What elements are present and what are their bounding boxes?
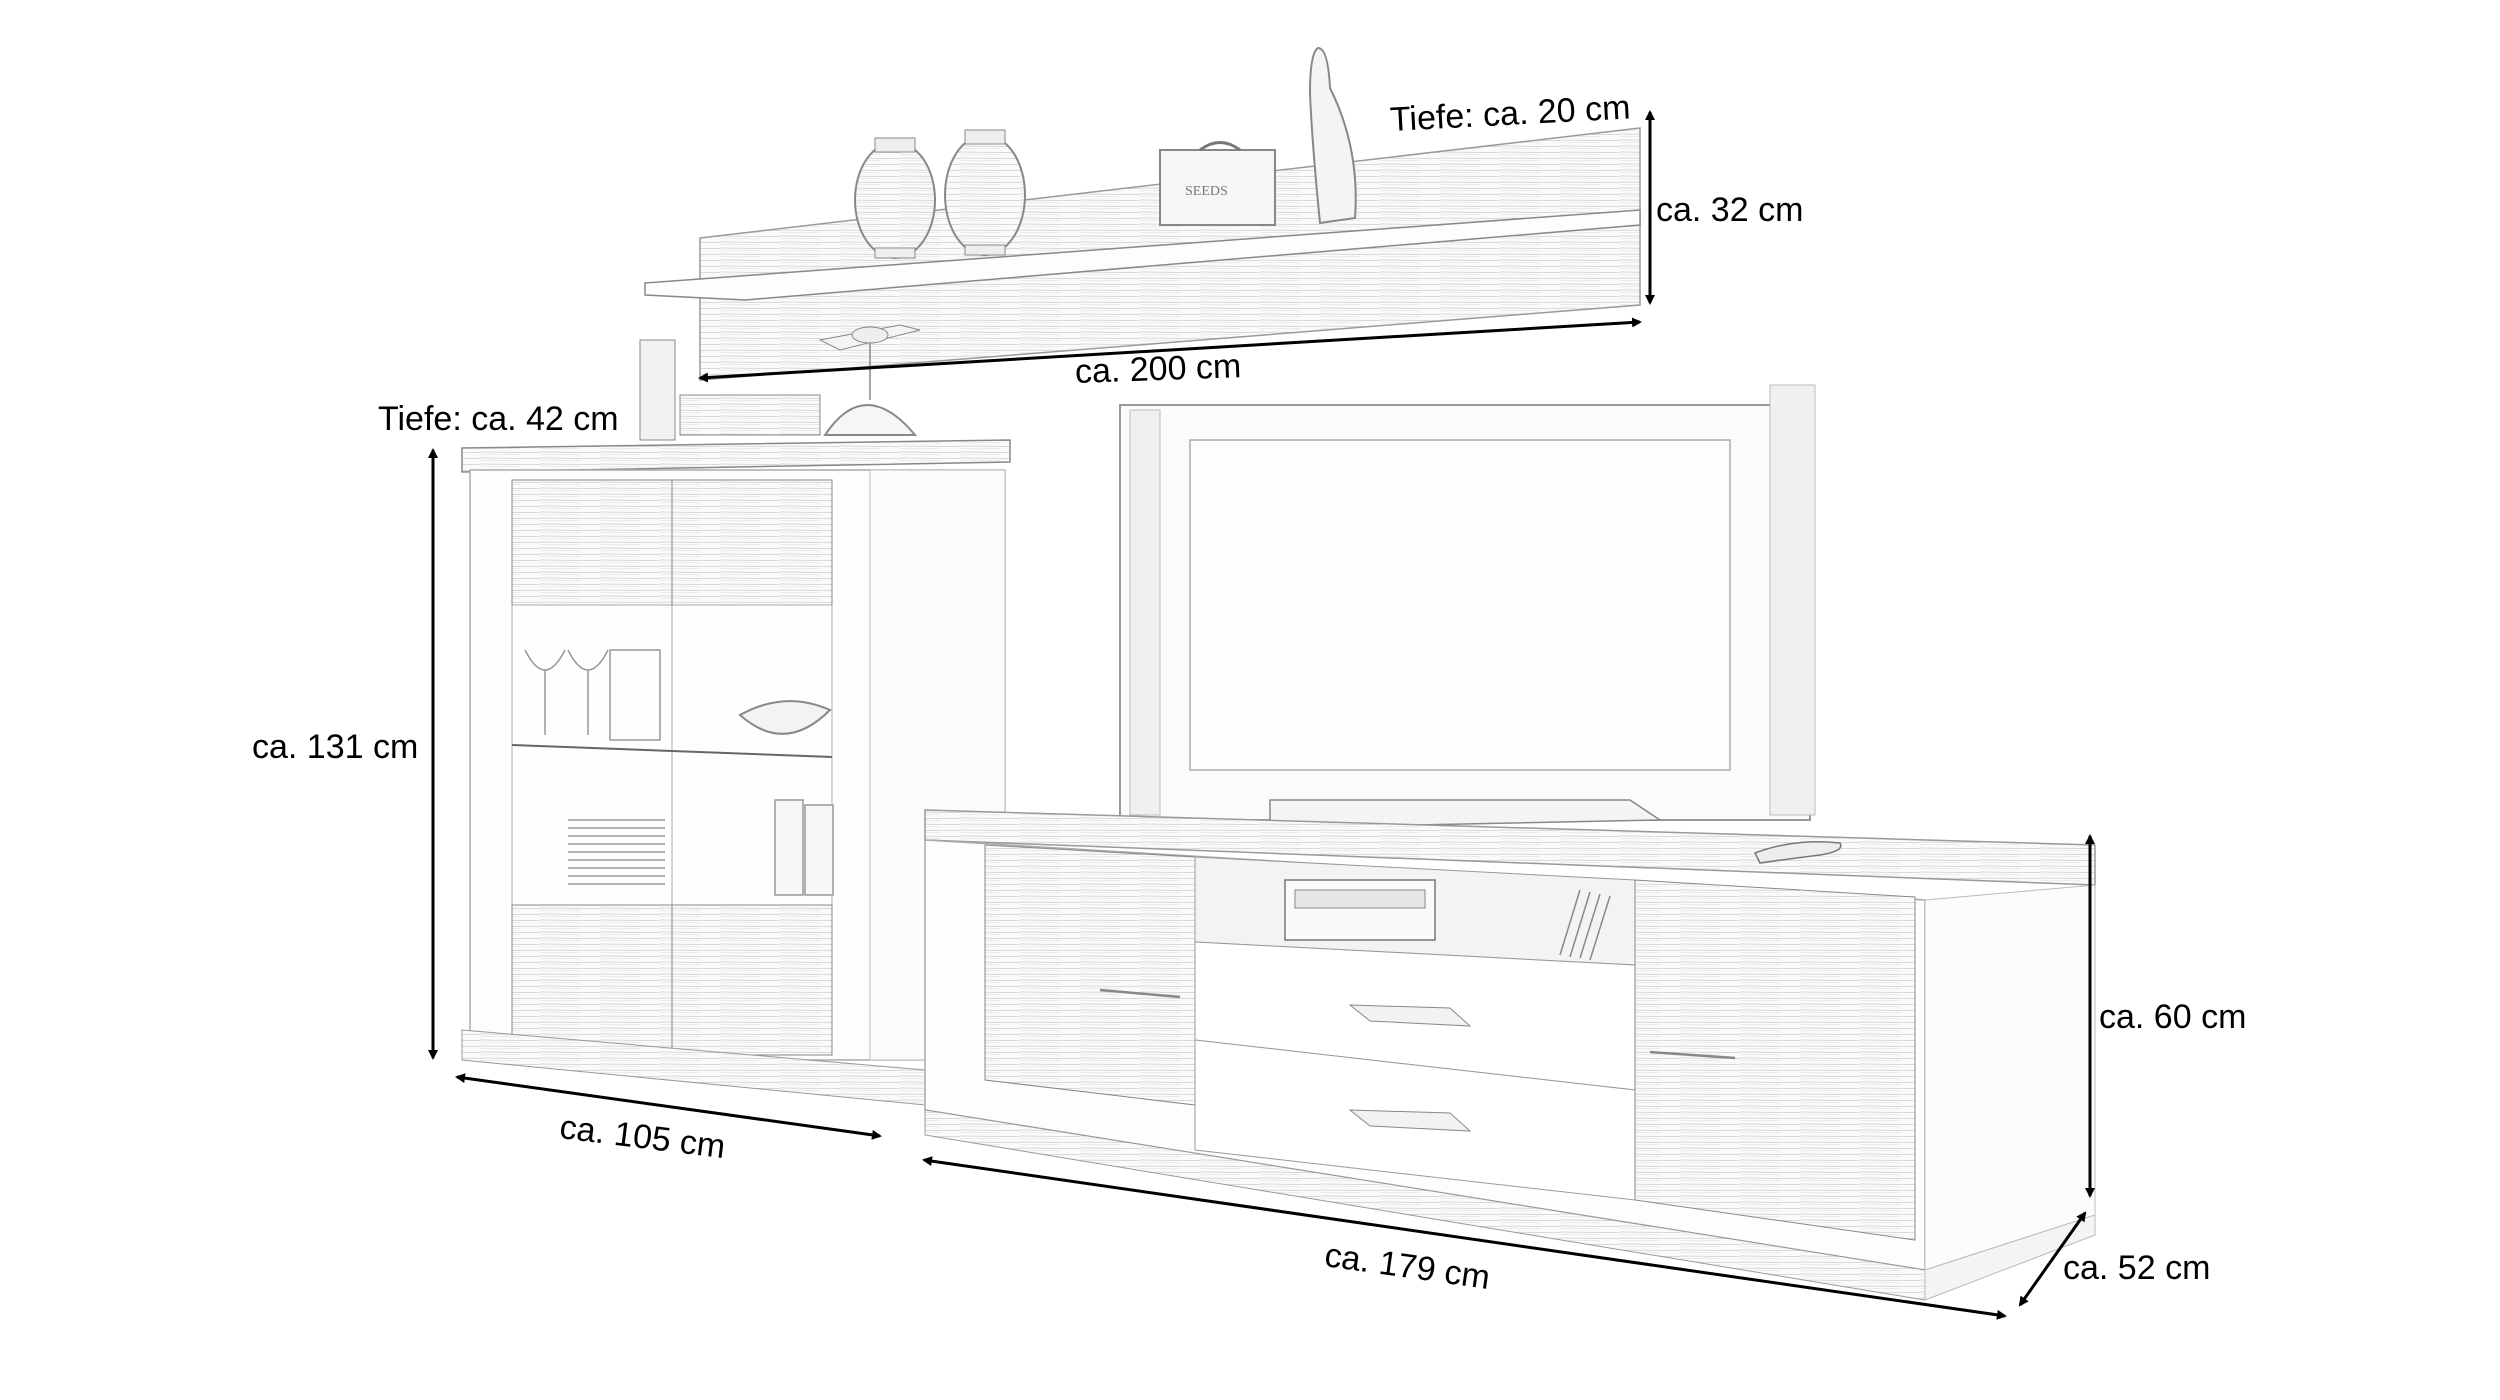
wall-shelf: SEEDS [644,46,1641,381]
dvd-player-icon [1284,879,1436,941]
wine-glasses-icon [524,649,661,741]
dvds-icon [1559,889,1611,961]
svg-text:SEEDS: SEEDS [1185,184,1228,199]
plates-icon [568,819,665,885]
flat-tv [1119,384,1816,829]
bottle-vase-icon [1308,46,1357,225]
books-icon [679,394,821,436]
lowboard-height-label: ca. 60 cm [2099,998,2247,1036]
lantern-icon [944,129,1026,256]
highboard-width-arrow [455,1073,882,1140]
lantern-icon [854,137,936,259]
remote-control-icon [1753,841,1842,864]
highboard-height-label: ca. 131 cm [252,728,419,766]
dimension-lines [428,110,2095,1320]
storage-tin-icon: SEEDS [1159,141,1276,226]
drawer-handle-icon [1348,1109,1472,1132]
dome-lamp-icon [823,404,918,436]
lowboard-depth-label: ca. 52 cm [2063,1249,2211,1287]
lowboard-depth-arrow [2018,1211,2087,1307]
tumblers-icon [774,799,834,896]
shelf-height-label: ca. 32 cm [1656,191,1804,229]
highboard-depth-label: Tiefe: ca. 42 cm [378,400,619,438]
shelf-width-arrow [698,317,1642,383]
shelf-width-label: ca. 200 cm [1074,347,1242,391]
lowboard-width-arrow [922,1156,2007,1320]
tv-lowboard [924,809,2096,1301]
books-icon [639,339,676,441]
drawer-handle-icon [1348,1004,1472,1027]
bowl-icon [738,700,832,735]
